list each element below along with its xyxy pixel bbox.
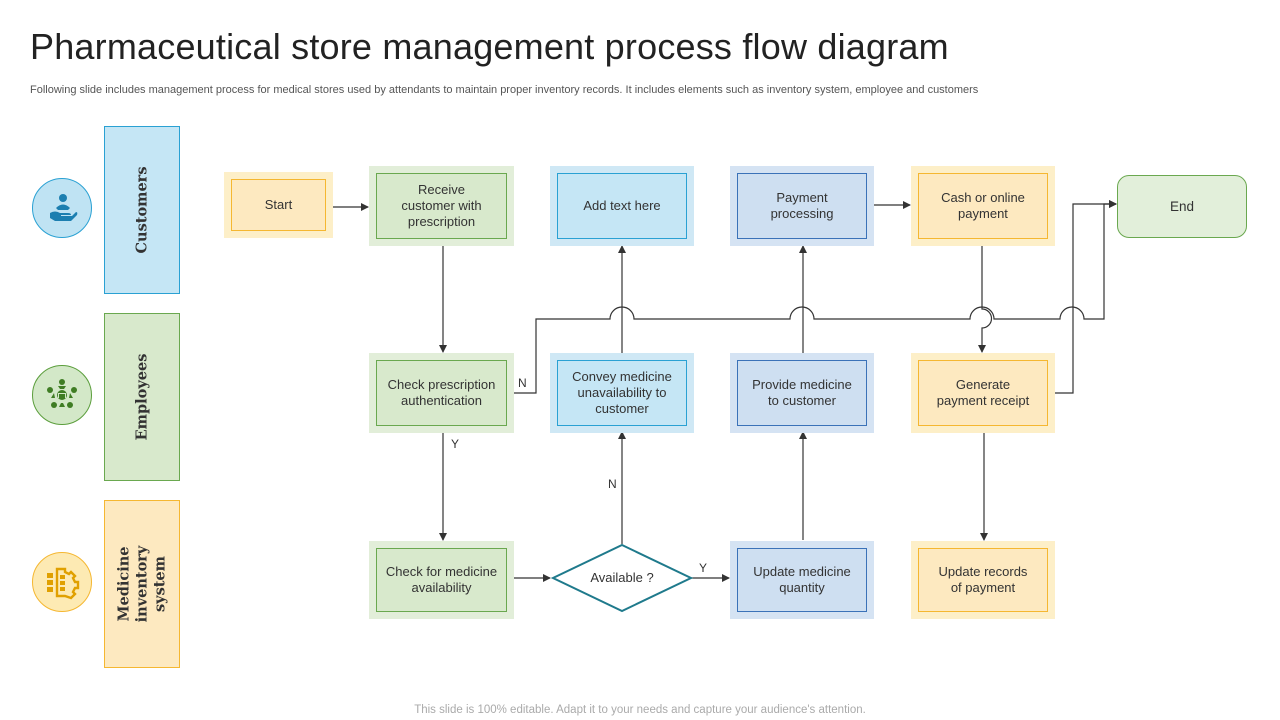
- lane-medicine-inventory: Medicine inventory system: [104, 500, 180, 668]
- page-subtitle: Following slide includes management proc…: [30, 84, 979, 96]
- team-icon: [32, 365, 92, 425]
- node-check-prescription: Check prescription authentication: [369, 353, 514, 433]
- node-cash-online-payment: Cash or online payment: [911, 166, 1055, 246]
- node-update-records-label: Update records of payment: [918, 548, 1048, 612]
- node-end-label: End: [1169, 198, 1195, 214]
- node-payment-processing: Payment processing: [730, 166, 874, 246]
- node-check-prescription-label: Check prescription authentication: [376, 360, 507, 426]
- node-payment-processing-label: Payment processing: [737, 173, 867, 239]
- node-receive-customer: Receive customer with prescription: [369, 166, 514, 246]
- edge-label-avail-no: N: [608, 477, 617, 491]
- node-add-text: Add text here: [550, 166, 694, 246]
- customer-care-icon: [32, 178, 92, 238]
- node-generate-receipt-label: Generate payment receipt: [918, 360, 1048, 426]
- node-update-records: Update records of payment: [911, 541, 1055, 619]
- node-generate-receipt: Generate payment receipt: [911, 353, 1055, 433]
- node-provide-medicine: Provide medicine to customer: [730, 353, 874, 433]
- node-add-text-label: Add text here: [557, 173, 687, 239]
- lane-customers-label: Customers: [133, 166, 150, 254]
- node-cash-online-payment-label: Cash or online payment: [918, 173, 1048, 239]
- node-check-availability: Check for medicine availability: [369, 541, 514, 619]
- node-provide-medicine-label: Provide medicine to customer: [737, 360, 867, 426]
- edge-label-avail-yes: Y: [699, 561, 708, 575]
- node-start-label: Start: [231, 179, 326, 231]
- node-start: Start: [224, 172, 333, 238]
- lane-employees-label: Employees: [133, 353, 151, 441]
- footer-note: This slide is 100% editable. Adapt it to…: [414, 704, 866, 716]
- decision-available-label: Available ?: [590, 570, 654, 585]
- edge-generate-end: [1055, 200, 1117, 394]
- node-convey-unavailability: Convey medicine unavailability to custom…: [550, 353, 694, 433]
- lane-medicine-inventory-label: Medicine inventory system: [115, 545, 168, 623]
- page-title: Pharmaceutical store management process …: [30, 26, 949, 67]
- node-update-quantity: Update medicine quantity: [730, 541, 874, 619]
- lane-customers: Customers: [104, 126, 180, 294]
- node-check-availability-label: Check for medicine availability: [376, 548, 507, 612]
- node-update-quantity-label: Update medicine quantity: [737, 548, 867, 612]
- inventory-system-icon: [32, 552, 92, 612]
- node-end: End: [1117, 175, 1247, 238]
- edge-label-auth-yes: Y: [451, 437, 460, 451]
- lane-employees: Employees: [104, 313, 180, 481]
- node-convey-unavailability-label: Convey medicine unavailability to custom…: [557, 360, 687, 426]
- edge-cash-generate: [978, 246, 993, 353]
- node-receive-customer-label: Receive customer with prescription: [376, 173, 507, 239]
- edge-label-auth-no: N: [518, 376, 527, 390]
